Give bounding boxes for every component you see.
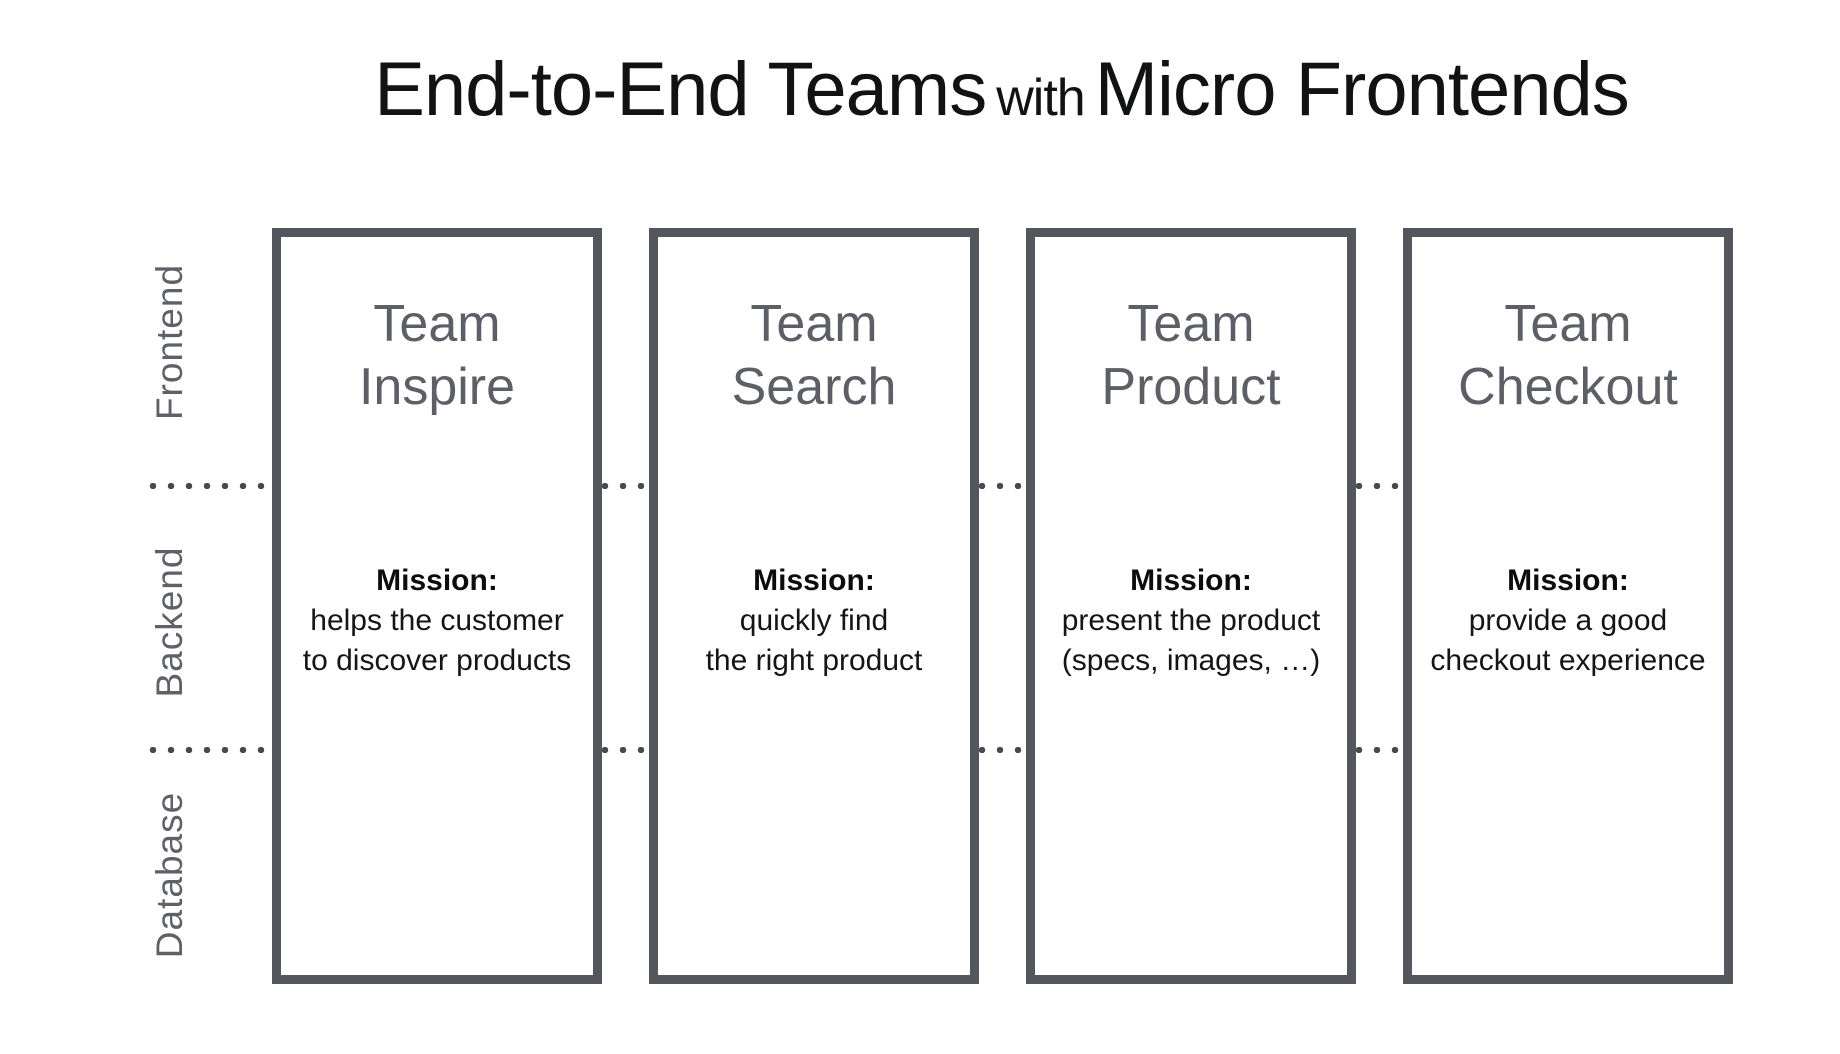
team-mission-search: Mission: quickly find the right product: [658, 561, 970, 681]
mission-line-2: (specs, images, …): [1061, 644, 1321, 677]
mission-line-1: helps the customer: [310, 604, 564, 637]
team-name-line-1: Team: [1504, 295, 1632, 353]
row-label-database: Database: [149, 791, 190, 959]
mission-label: Mission:: [376, 564, 498, 597]
team-name-inspire: Team Inspire: [281, 293, 593, 419]
row-label-frontend: Frontend: [149, 263, 190, 421]
mission-line-1: provide a good: [1468, 604, 1668, 637]
dotted-separator-frontend-backend-gap-1: [596, 483, 650, 489]
team-name-line-2: Product: [1101, 358, 1281, 416]
team-mission-checkout: Mission: provide a good checkout experie…: [1412, 561, 1724, 681]
dotted-separator-frontend-backend-gap-2: [973, 483, 1027, 489]
mission-line-2: the right product: [705, 644, 923, 677]
title-connector: with: [996, 69, 1085, 127]
team-box-checkout: Team Checkout Mission: provide a good ch…: [1403, 228, 1733, 984]
team-name-checkout: Team Checkout: [1412, 293, 1724, 419]
team-mission-product: Mission: present the product (specs, ima…: [1035, 561, 1347, 681]
team-name-product: Team Product: [1035, 293, 1347, 419]
title-part-2: Micro Frontends: [1094, 47, 1630, 132]
team-box-product: Team Product Mission: present the produc…: [1026, 228, 1356, 984]
dotted-separator-backend-database-left: [144, 747, 270, 753]
mission-label: Mission:: [1507, 564, 1629, 597]
team-name-line-2: Checkout: [1458, 358, 1678, 416]
team-box-inspire: Team Inspire Mission: helps the customer…: [272, 228, 602, 984]
team-mission-inspire: Mission: helps the customer to discover …: [281, 561, 593, 681]
team-name-line-1: Team: [750, 295, 878, 353]
dotted-separator-frontend-backend-left: [144, 483, 270, 489]
mission-line-1: present the product: [1061, 604, 1321, 637]
team-name-line-2: Search: [731, 358, 897, 416]
team-name-search: Team Search: [658, 293, 970, 419]
team-name-line-1: Team: [373, 295, 501, 353]
mission-line-1: quickly find: [739, 604, 889, 637]
title-part-1: End-to-End Teams: [374, 47, 987, 132]
mission-line-2: to discover products: [302, 644, 572, 677]
mission-line-2: checkout experience: [1430, 644, 1706, 677]
mission-label: Mission:: [753, 564, 875, 597]
team-name-line-1: Team: [1127, 295, 1255, 353]
dotted-separator-backend-database-gap-1: [596, 747, 650, 753]
team-box-search: Team Search Mission: quickly find the ri…: [649, 228, 979, 984]
dotted-separator-backend-database-gap-2: [973, 747, 1027, 753]
dotted-separator-backend-database-gap-3: [1350, 747, 1404, 753]
mission-label: Mission:: [1130, 564, 1252, 597]
team-name-line-2: Inspire: [358, 358, 516, 416]
dotted-separator-frontend-backend-gap-3: [1350, 483, 1404, 489]
